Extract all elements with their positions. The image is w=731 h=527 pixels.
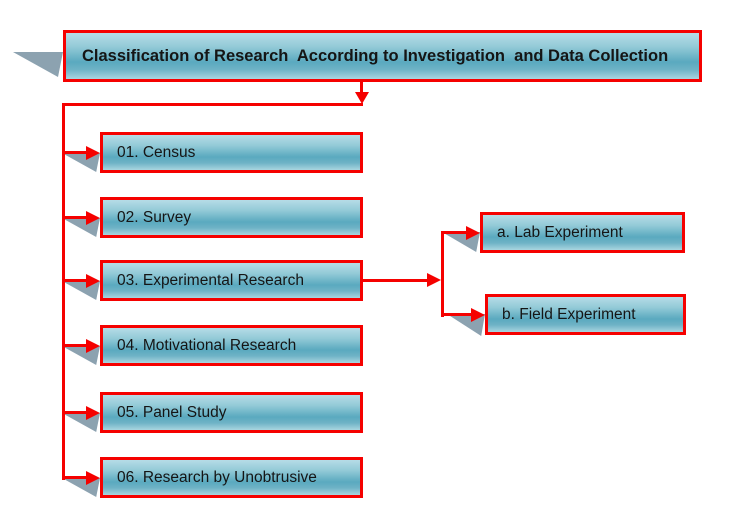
connector-branch-motivational: [62, 344, 89, 347]
node-experimental-research: 03. Experimental Research: [100, 260, 363, 301]
node-lab-experiment: a. Lab Experiment: [480, 212, 685, 253]
connector-branch-panel: [62, 411, 89, 414]
node-label: 03. Experimental Research: [117, 271, 304, 289]
node-label: 02. Survey: [117, 208, 192, 226]
arrowhead-right-icon: [86, 471, 100, 485]
node-unobtrusive-research: 06. Research by Unobtrusive: [100, 457, 363, 498]
title-node: Classification of Research According to …: [63, 30, 702, 82]
node-panel-study: 05. Panel Study: [100, 392, 363, 433]
connector-trunk-vertical: [62, 103, 65, 480]
arrowhead-down-icon: [355, 92, 369, 104]
node-field-experiment: b. Field Experiment: [485, 294, 686, 335]
arrowhead-right-icon: [471, 308, 485, 322]
node-census: 01. Census: [100, 132, 363, 173]
connector-branch-field: [441, 313, 472, 316]
node-label: 01. Census: [117, 143, 196, 161]
arrowhead-right-icon: [86, 406, 100, 420]
connector-top-horizontal: [62, 103, 363, 106]
title-label: Classification of Research According to …: [82, 46, 669, 65]
node-motivational-research: 04. Motivational Research: [100, 325, 363, 366]
node-label: b. Field Experiment: [502, 305, 636, 323]
arrowhead-right-icon: [86, 146, 100, 160]
arrowhead-right-icon: [86, 211, 100, 225]
connector-sub-vertical: [441, 231, 444, 317]
node-label: 04. Motivational Research: [117, 336, 297, 354]
arrowhead-right-icon: [86, 339, 100, 353]
connector-title-stub: [360, 82, 363, 94]
connector-branch-lab: [441, 231, 467, 234]
arrowhead-right-icon: [466, 226, 480, 240]
arrowhead-right-icon: [427, 273, 441, 287]
connector-branch-unobtrusive: [62, 476, 89, 479]
node-label: a. Lab Experiment: [497, 223, 623, 241]
node-label: 05. Panel Study: [117, 403, 227, 421]
connector-branch-experimental: [62, 279, 89, 282]
connector-experimental-out: [363, 279, 428, 282]
title-node-shadow: [13, 52, 63, 77]
connector-branch-survey: [62, 216, 89, 219]
connector-branch-census: [62, 151, 89, 154]
node-survey: 02. Survey: [100, 197, 363, 238]
arrowhead-right-icon: [86, 274, 100, 288]
node-label: 06. Research by Unobtrusive: [117, 468, 317, 486]
